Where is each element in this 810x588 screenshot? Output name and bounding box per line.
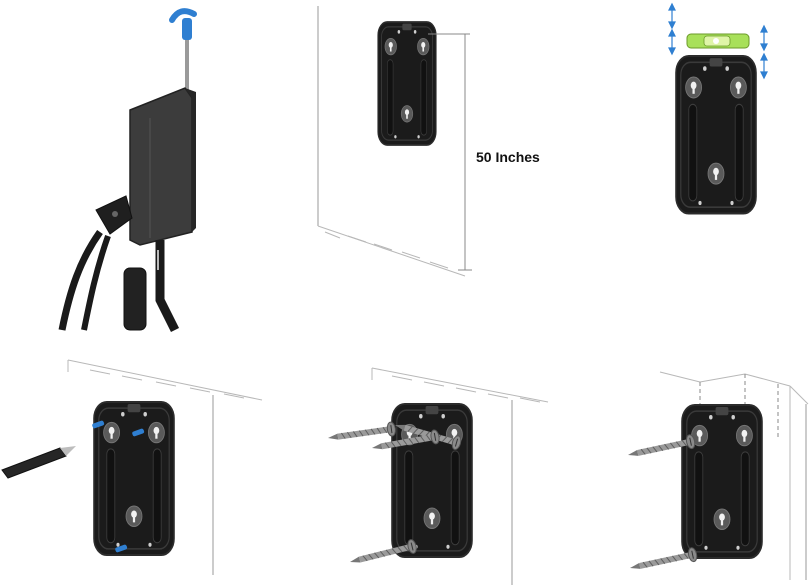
screw-icon [326,421,397,446]
step-charger-mounted [58,8,197,333]
step-plate-on-stud [626,371,809,580]
arrow-up-down-icon [668,2,768,80]
cable-holder [123,267,147,331]
mounting-plate [92,400,176,557]
measurement-label: 50 Inches [476,149,540,165]
screwdriver-icon [169,8,197,92]
charger-body [129,87,193,246]
step-measure-height: 50 Inches [317,6,540,277]
hole-markers [92,420,145,553]
pencil-icon [1,446,76,479]
mounting-plate [377,21,437,146]
charger-cable [58,229,103,331]
step-drive-screws [326,367,549,585]
step-mark-holes [1,359,263,575]
bubble-level-icon [686,33,750,49]
mounting-plate [674,54,758,215]
mounting-plate [680,403,764,560]
step-level-plate [668,2,768,215]
